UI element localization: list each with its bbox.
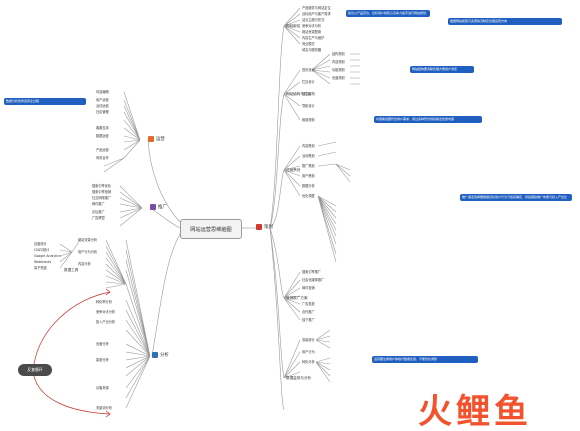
list-item[interactable]: 首页设计 — [302, 68, 315, 72]
list-item[interactable]: 商务合作 — [96, 156, 109, 160]
list-item[interactable]: 推广策划 — [302, 164, 315, 168]
list-item[interactable]: 用户策划 — [302, 174, 315, 178]
list-item[interactable]: 产品运营 — [96, 148, 109, 152]
list-item[interactable]: 活动运营 — [96, 104, 109, 108]
purple-branch-icon — [150, 204, 156, 210]
watermark-logo: 火鲤鱼 — [418, 394, 578, 430]
list-item[interactable]: 投入产出分析 — [96, 320, 116, 324]
list-item[interactable]: 转化率分析 — [96, 300, 112, 304]
list-item[interactable]: 用户运营 — [96, 98, 109, 102]
list-item[interactable]: 频道规划 — [302, 118, 315, 122]
list-item[interactable]: 站点主题与形式 — [302, 18, 325, 22]
branch-lower-left[interactable]: 分析 — [152, 352, 169, 358]
note-callout: 推广渠道选择要根据目标用户行为习惯来确定，持续跟踪推广效果与投入产出比 — [460, 194, 572, 201]
note-callout: 运营要注重用户体验与数据反馈，不断优化调整 — [372, 356, 478, 363]
list-item[interactable]: 网站流量分析 — [78, 238, 98, 242]
cycle-bubble[interactable]: 反复循环 — [18, 364, 52, 376]
list-item[interactable]: 优化调整 — [302, 194, 315, 198]
list-item[interactable]: 目标用户与客户需求 — [302, 12, 331, 16]
list-item[interactable]: 导航设计 — [302, 104, 315, 108]
branch-lower-left-label: 分析 — [160, 353, 169, 358]
list-item[interactable]: 商业模式 — [302, 42, 315, 46]
note-callout: 根据网站类型与资源情况制定合理运营方向 — [448, 18, 562, 25]
branch-right-label: 策划 — [264, 225, 273, 230]
red-branch-icon — [256, 224, 262, 230]
list-item[interactable]: 渠道分析 — [96, 358, 109, 362]
list-item[interactable]: 竞争对手分析 — [96, 310, 116, 314]
list-item[interactable]: 客服支持 — [96, 126, 109, 130]
blue-branch-icon — [152, 352, 158, 358]
group5-title[interactable]: 数据监测与分析 — [286, 376, 312, 380]
list-item[interactable]: 内容规划 — [332, 60, 345, 64]
tools-title[interactable]: 数据工具 — [64, 268, 79, 272]
list-item[interactable]: 内容策划 — [302, 144, 315, 148]
list-item[interactable]: 访客来源 — [96, 386, 109, 390]
list-item[interactable]: Webtrends — [34, 260, 52, 264]
list-item[interactable]: 流量统计 — [302, 338, 315, 342]
list-item[interactable]: 广告投放 — [302, 302, 315, 306]
list-item[interactable]: 功能规划 — [332, 68, 345, 72]
list-item[interactable]: 数据运营 — [96, 134, 109, 138]
branch-upper-left[interactable]: 运营 — [148, 136, 165, 142]
list-item[interactable]: 信息架构 — [302, 92, 315, 96]
list-item[interactable]: 百度统计 — [34, 242, 47, 246]
list-item[interactable]: 合作推广 — [302, 310, 315, 314]
list-item[interactable]: CNZZ统计 — [34, 248, 50, 252]
list-item[interactable]: 转化分析 — [302, 360, 315, 364]
list-item[interactable]: 搜索引擎营销 — [92, 190, 112, 194]
list-item[interactable]: 内容编辑 — [96, 90, 109, 94]
branch-right[interactable]: 策划 — [256, 224, 273, 230]
list-item[interactable]: 邮件推广 — [92, 202, 105, 206]
list-item[interactable]: 网站资源配置 — [302, 30, 322, 34]
list-item[interactable]: 论坛推广 — [92, 210, 105, 214]
list-item[interactable]: 竞争对手分析 — [302, 24, 322, 28]
list-item[interactable]: 用户行为分析 — [78, 250, 98, 254]
list-item[interactable]: 内容分析 — [78, 262, 91, 266]
list-item[interactable]: 线下推广 — [302, 318, 315, 322]
list-item[interactable]: 域名与服务器 — [302, 48, 322, 52]
list-item[interactable]: 内容生产与维护 — [302, 36, 325, 40]
list-item[interactable]: Google Analytics — [34, 254, 61, 258]
list-item[interactable]: 活动策划 — [302, 154, 315, 158]
orange-branch-icon — [148, 136, 154, 142]
note-callout: 数据分析贯穿运营全过程 — [4, 98, 86, 105]
list-item[interactable]: 数据分析 — [302, 184, 315, 188]
list-item[interactable]: 关键词分析 — [96, 406, 112, 410]
list-item[interactable]: 用户行为 — [302, 350, 315, 354]
note-callout: 建议从产品定位、目标用户和核心竞争力着手进行网站规划 — [346, 10, 430, 17]
list-item[interactable]: 搜索引擎优化 — [92, 184, 112, 188]
list-item[interactable]: 页面规划 — [332, 76, 345, 80]
group4-title[interactable]: 营销推广方案 — [286, 296, 308, 300]
note-callout: 网站结构要清晰合理方便用户浏览 — [410, 66, 474, 73]
list-item[interactable]: 产品服务与网站定位 — [302, 6, 331, 10]
watermark-text: 火鲤鱼 — [418, 392, 532, 431]
list-item[interactable]: 邮件营销 — [302, 286, 315, 290]
list-item[interactable]: 社区管理 — [96, 110, 109, 114]
branch-mid-left[interactable]: 推广 — [150, 204, 167, 210]
list-item[interactable]: 结构规划 — [332, 52, 345, 56]
list-item[interactable]: 搜索引擎推广 — [302, 270, 322, 274]
list-item[interactable]: 社会化媒体推广 — [302, 278, 325, 282]
branch-upper-left-label: 运营 — [156, 137, 165, 142]
list-item[interactable]: 量子恒道 — [34, 266, 47, 270]
list-item[interactable]: 栏目设计 — [302, 80, 315, 84]
list-item[interactable]: 页面分析 — [96, 342, 109, 346]
list-item[interactable]: 社交网络推广 — [92, 196, 112, 200]
group3-title[interactable]: 运营策划 — [286, 168, 301, 172]
list-item[interactable]: 广告联盟 — [92, 216, 105, 220]
group2-title[interactable]: 网站结构与栏目 — [286, 92, 312, 96]
note-callout: 内容策划要符合用户需求，通过多种形式持续输出优质内容 — [374, 116, 482, 123]
branch-mid-left-label: 推广 — [158, 205, 167, 210]
group1-title[interactable]: 网站定位 — [286, 24, 301, 28]
central-topic[interactable]: 网站运营思维脑图 — [180, 219, 242, 239]
